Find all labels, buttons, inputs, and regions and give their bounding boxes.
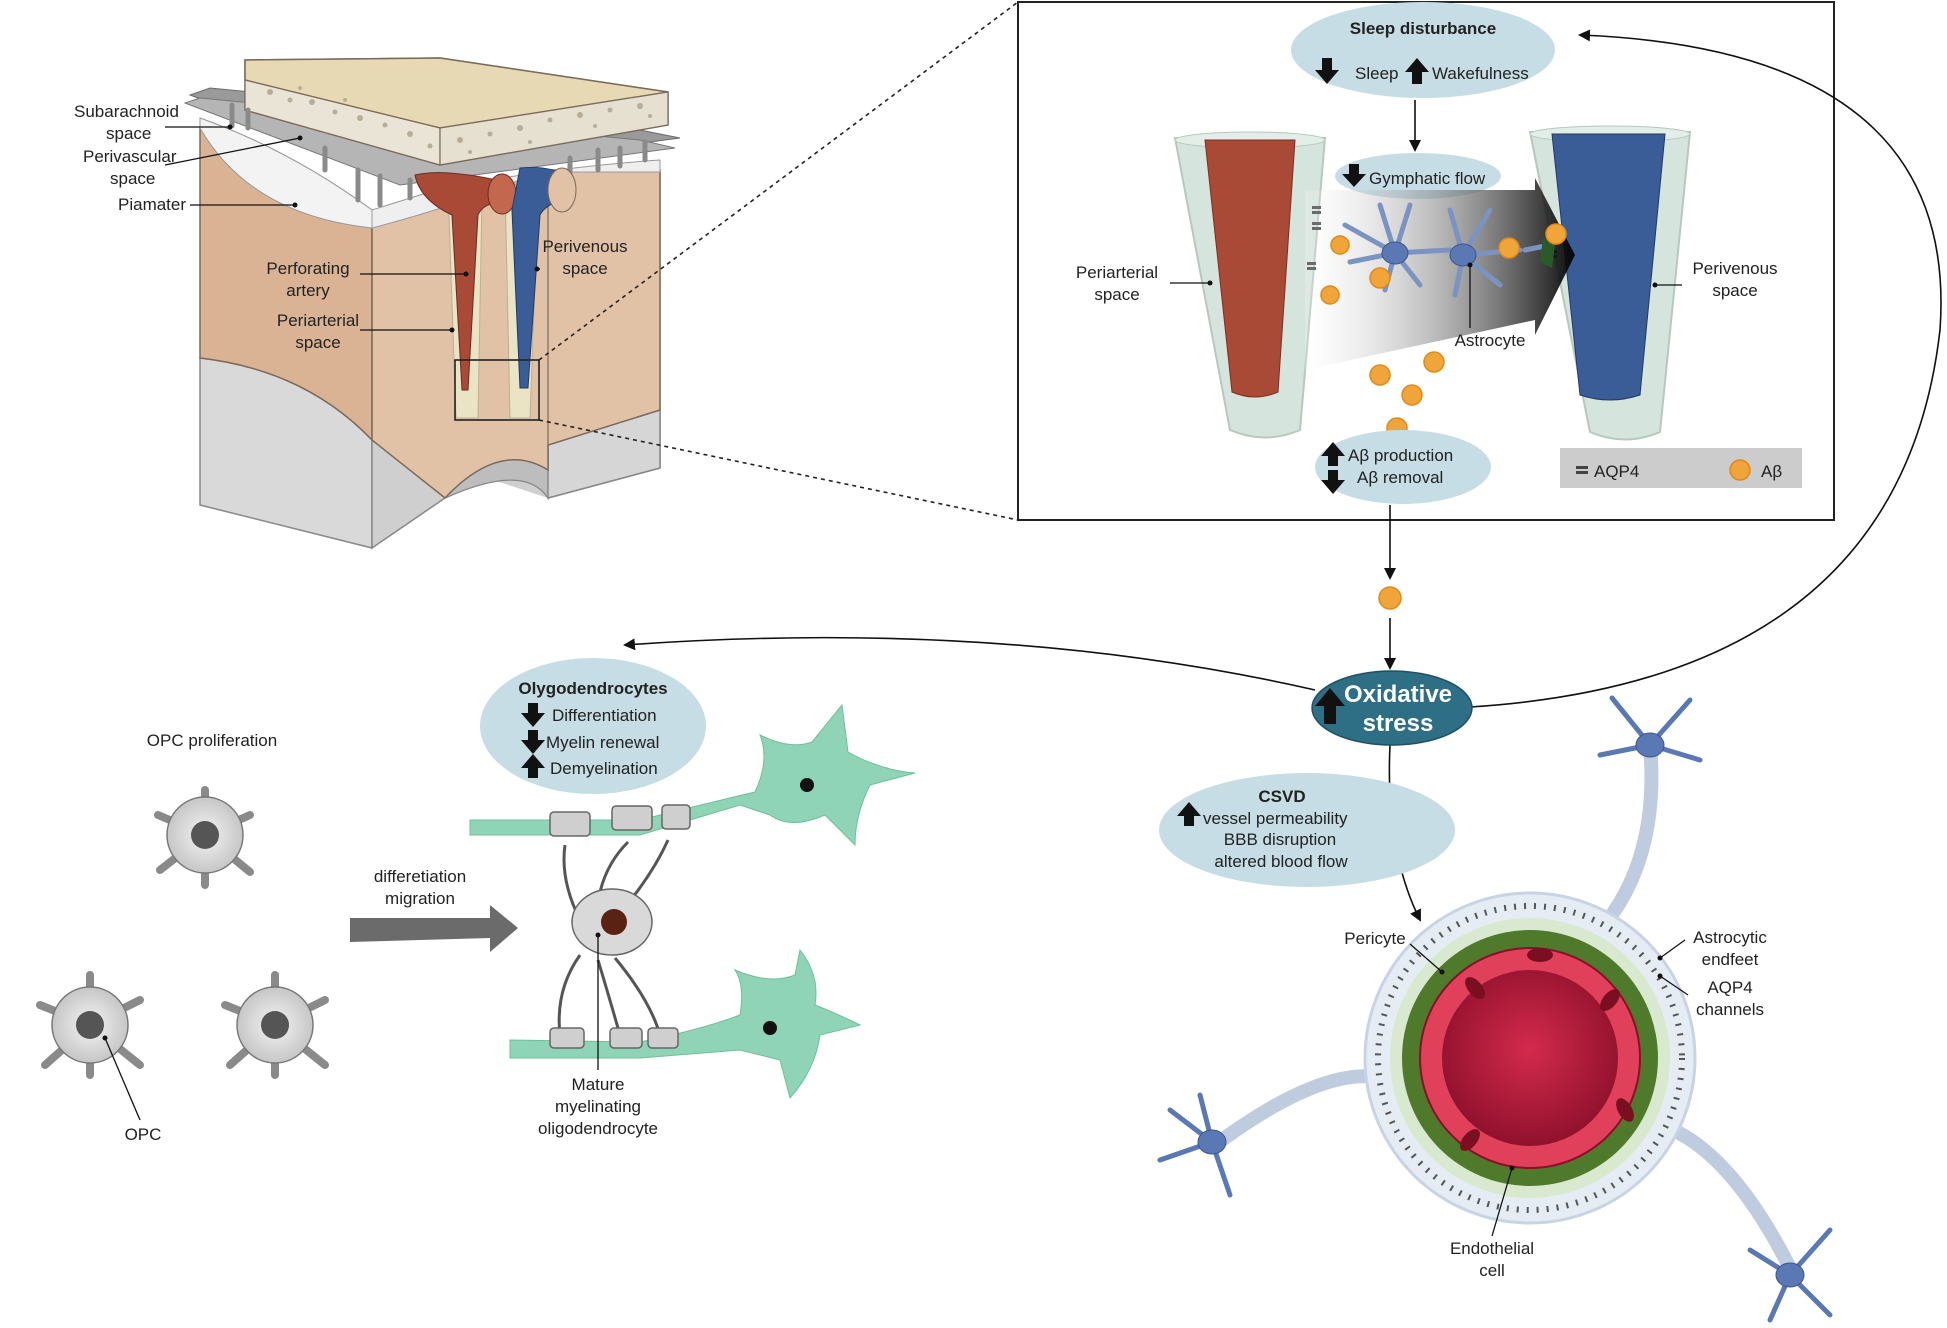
aqp4-label: AQP4 — [1707, 978, 1752, 997]
arrow-label-1: differetiation — [374, 867, 466, 886]
perforating-label-2: artery — [286, 281, 330, 300]
csvd-astrocytes — [1157, 695, 1833, 1323]
neuron-top — [469, 703, 916, 847]
csvd-title: CSVD — [1258, 787, 1305, 806]
aqp4-ring — [1375, 903, 1685, 1213]
oxidative-line1: Oxidative — [1344, 681, 1452, 708]
abeta-removal-label: Aβ removal — [1357, 468, 1443, 487]
zoom-connector-bottom — [538, 419, 1019, 521]
astrocyte-cell-2 — [1449, 243, 1477, 267]
mature-label: Mature — [572, 1075, 625, 1094]
sleep-disturbance-pill — [1291, 2, 1555, 98]
opc-cells — [36, 786, 329, 1079]
aqp4-label-2: channels — [1696, 1000, 1764, 1019]
inset-periarterial-label: Periarterial — [1076, 263, 1158, 282]
pericyte-label: Pericyte — [1344, 929, 1405, 948]
up-arrow-icon-csvd — [1177, 802, 1201, 826]
perivenous-label: Perivenous — [542, 237, 627, 256]
down-arrow-icon-gymphatic — [1342, 164, 1366, 187]
down-arrow-icon-removal — [1321, 470, 1345, 494]
inset-artery — [1204, 139, 1296, 398]
down-arrow-icon — [1315, 58, 1339, 84]
arrow-label-2: migration — [385, 889, 455, 908]
sleep-disturbance-title: Sleep disturbance — [1350, 19, 1496, 38]
down-arrow-icon-myelin — [521, 730, 545, 754]
oxidative-to-oligo-arrow — [623, 636, 1316, 691]
legend-abeta-swatch — [1729, 459, 1751, 481]
vessel-lumen — [1442, 970, 1618, 1146]
perforating-label: Perforating — [266, 259, 349, 278]
csvd-pill — [1159, 773, 1455, 887]
wakefulness-label: Wakefulness — [1432, 64, 1529, 83]
inset-vein — [1551, 133, 1666, 401]
legend-aqp4-label: AQP4 — [1594, 462, 1639, 481]
endothelial-label: Endothelial — [1450, 1239, 1534, 1258]
legend-abeta-label: Aβ — [1761, 462, 1782, 481]
myelin-renewal-label: Myelin renewal — [546, 733, 659, 752]
up-arrow-icon-demyel — [521, 754, 545, 778]
astrocyte-cell-1 — [1381, 241, 1409, 265]
subarachnoid-label-2: space — [106, 124, 151, 143]
piamater-label: Piamater — [118, 195, 186, 214]
perivascular-label-2: space — [110, 169, 155, 188]
mature-label-2: myelinating — [555, 1097, 641, 1116]
glymphatic-flow-arrow — [1305, 178, 1575, 370]
inset-perivenous-label-2: space — [1712, 281, 1757, 300]
brain-block-labels: Subarachnoid space Perivascular space Pi… — [74, 102, 628, 352]
csvd-line2: BBB disruption — [1224, 830, 1336, 849]
gymphatic-flow-pill — [1335, 153, 1501, 199]
perforating-artery — [414, 172, 506, 391]
brain-tissue-block — [183, 57, 681, 550]
zoom-connector-top — [538, 1, 1019, 361]
differentiation-arrow — [350, 905, 518, 952]
brain-zoom-box — [454, 359, 540, 421]
astrocyte-label: Astrocyte — [1455, 331, 1526, 350]
up-arrow-icon-production — [1321, 442, 1345, 466]
mature-label-3: oligodendrocyte — [538, 1119, 658, 1138]
opc-label: OPC — [125, 1125, 162, 1144]
differentiation-label: Differentiation — [552, 706, 657, 725]
csvd-panel: CSVD vessel permeability BBB disruption … — [1157, 695, 1833, 1323]
gymphatic-flow-label: Gymphatic flow — [1369, 169, 1486, 188]
subarachnoid-label: Subarachnoid — [74, 102, 179, 121]
perivenous-label-2: space — [562, 259, 607, 278]
astrocytic-label-2: endfeet — [1702, 950, 1759, 969]
perivascular-label: Perivascular — [83, 147, 177, 166]
oligodendrocyte-panel: Olygodendrocytes Differentiation Myelin … — [36, 658, 916, 1144]
demyelination-label: Demyelination — [550, 759, 658, 778]
opc-proliferation-label: OPC proliferation — [147, 731, 277, 750]
csvd-line3: altered blood flow — [1214, 852, 1348, 871]
oligo-title: Olygodendrocytes — [518, 679, 667, 698]
csvd-line1: vessel permeability — [1203, 809, 1348, 828]
down-arrow-icon-diff — [521, 703, 545, 727]
periarterial-label: Periarterial — [277, 311, 359, 330]
oxidative-stress-node: Oxidative stress — [1311, 670, 1473, 746]
up-arrow-icon — [1405, 58, 1429, 84]
periarterial-label-2: space — [295, 333, 340, 352]
abeta-pill — [1315, 430, 1491, 504]
inset-perivenous-label: Perivenous — [1692, 259, 1777, 278]
up-arrow-icon-oxidative — [1315, 688, 1345, 724]
endothelial-label-2: cell — [1479, 1261, 1505, 1280]
neuron-bottom — [509, 948, 862, 1100]
inset-periarterial-label-2: space — [1094, 285, 1139, 304]
glymphatic-inset: Sleep disturbance Sleep Wakefulness Gymp… — [1017, 1, 1835, 610]
abeta-production-label: Aβ production — [1348, 446, 1453, 465]
oxidative-line2: stress — [1363, 710, 1434, 737]
astrocytic-label: Astrocytic — [1693, 928, 1767, 947]
inset-legend — [1560, 448, 1802, 488]
inset-astrocytes — [1342, 202, 1548, 298]
sleep-label: Sleep — [1355, 64, 1398, 83]
oxidative-to-sleep-arrow — [1469, 29, 1942, 708]
